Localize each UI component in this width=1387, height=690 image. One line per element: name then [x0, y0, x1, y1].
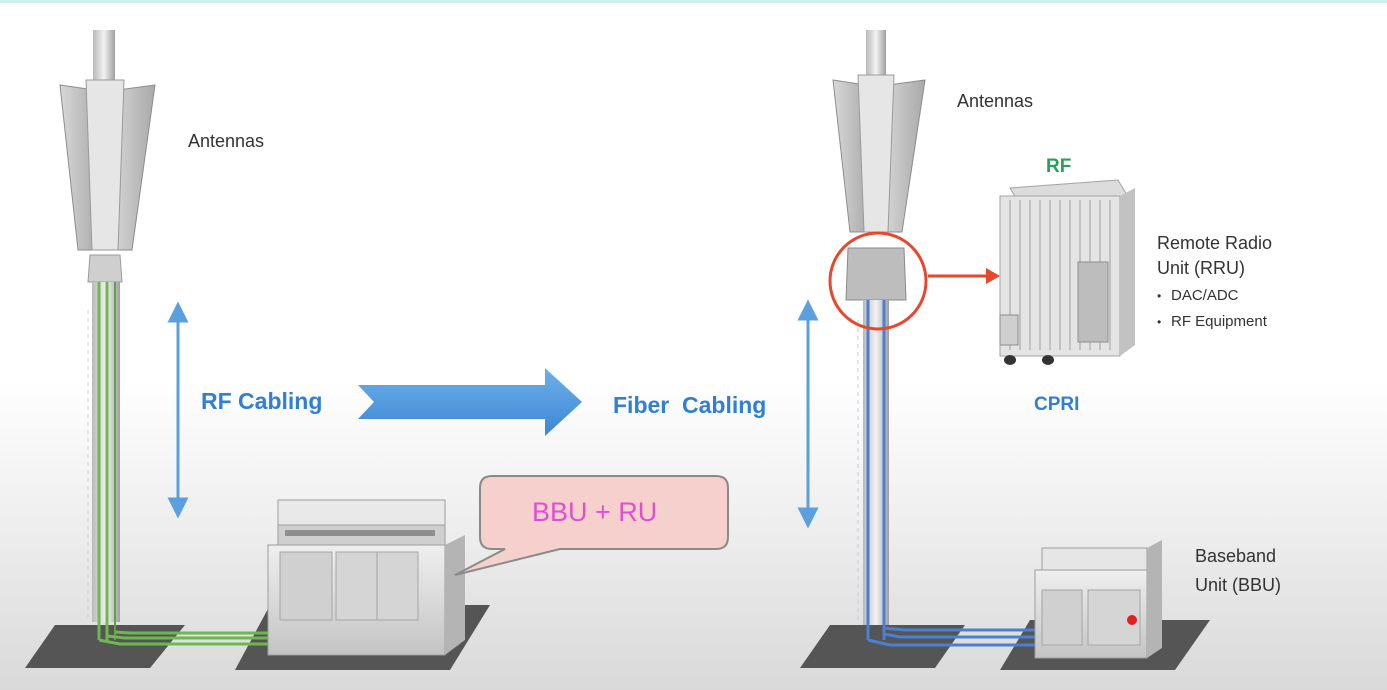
- rru-title-line2: Unit (RRU): [1157, 258, 1245, 278]
- left-antennas-label: Antennas: [188, 131, 265, 151]
- left-site: [25, 30, 729, 670]
- fiber-ground-cables: [867, 626, 1040, 647]
- rru-unit-icon: [999, 179, 1135, 365]
- transition-arrow-icon: [358, 368, 582, 436]
- right-site: [797, 30, 1210, 670]
- cpri-label: CPRI: [1034, 394, 1080, 415]
- rf-cabling-label: RF Cabling: [201, 388, 323, 414]
- top-border: [0, 0, 1387, 3]
- left-ground-slab: [25, 625, 185, 668]
- status-led: [1127, 615, 1137, 625]
- right-antennas-label: Antennas: [957, 91, 1034, 111]
- rru-bullet-list: DAC/ADC RF Equipment: [1157, 283, 1267, 335]
- cabinet-icon: [1034, 540, 1162, 659]
- bbu-label-line1: Baseband: [1195, 546, 1277, 566]
- rf-label: RF: [1046, 156, 1072, 177]
- rru-bullet: RF Equipment: [1157, 309, 1267, 335]
- rf-ground-cables: [98, 630, 270, 646]
- antenna-tower-icon: [59, 30, 156, 640]
- cabinet-icon: [267, 499, 465, 656]
- bubble-label: BBU + RU: [532, 497, 658, 527]
- bbu-label-line2: Unit (BBU): [1195, 575, 1282, 595]
- rru-title-line1: Remote Radio: [1157, 233, 1273, 253]
- rru-bullet: DAC/ADC: [1157, 283, 1267, 309]
- speech-bubble: [454, 475, 729, 576]
- antenna-tower-icon: [832, 30, 926, 640]
- callout-circle: [828, 231, 928, 331]
- fiber-cabling-label: Fiber Cabling: [613, 392, 767, 418]
- callout-arrowhead: [986, 268, 1000, 284]
